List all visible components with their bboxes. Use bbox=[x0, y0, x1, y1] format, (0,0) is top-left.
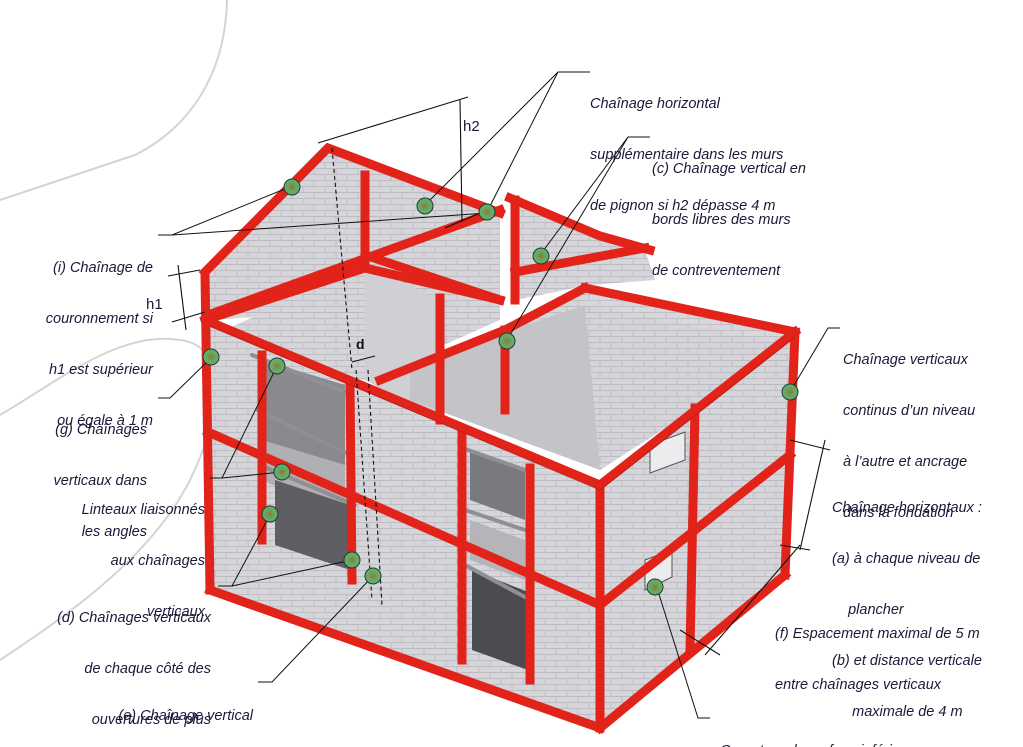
leader-lines bbox=[158, 71, 840, 719]
annotation-horizontal-ab: Chaînage horizontaux : (a) à chaque nive… bbox=[832, 500, 982, 720]
marker-gable-rafter bbox=[283, 178, 301, 196]
annotation-f-spacing: (f) Espacement maximal de 5 m entre chaî… bbox=[775, 626, 980, 693]
marker-g-corner bbox=[202, 348, 220, 366]
marker-e bbox=[364, 567, 382, 585]
marker-d-left bbox=[261, 505, 279, 523]
annotation-c-free-edges: (c) Chaînage vertical en bords libres de… bbox=[652, 161, 806, 279]
marker-small-opening bbox=[646, 578, 664, 596]
annotation-small-opening: Ouverture de surface inférieure ou égale… bbox=[720, 709, 921, 747]
annotation-g-corners: (g) Chaînages verticaux dans les angles bbox=[53, 422, 148, 540]
dim-label-h1: h1 bbox=[146, 296, 163, 313]
marker-c-2 bbox=[498, 332, 516, 350]
marker-dots bbox=[202, 178, 799, 596]
marker-gable-horizontal-2 bbox=[478, 203, 496, 221]
marker-gable-horizontal-1 bbox=[416, 197, 434, 215]
marker-lintel-upper bbox=[268, 357, 286, 375]
annotation-lintels: Linteaux liaisonnés aux chaînages vertic… bbox=[81, 502, 205, 620]
annotation-e-vertical: (e) Chaînage vertical si d est supérieur… bbox=[118, 708, 253, 724]
annotation-i-crowning: (i) Chaînage de couronnement si h1 est s… bbox=[45, 260, 153, 429]
annotation-gable-horizontal: Chaînage horizontal supplémentaire dans … bbox=[590, 96, 784, 214]
marker-continuous bbox=[781, 383, 799, 401]
annotation-d-openings: (d) Chaînages verticaux de chaque côté d… bbox=[57, 610, 211, 728]
marker-lintel-lower bbox=[273, 463, 291, 481]
dimension-lines bbox=[167, 96, 831, 656]
marker-d-right bbox=[343, 551, 361, 569]
dim-label-h2: h2 bbox=[463, 118, 480, 135]
dim-label-d: d bbox=[356, 336, 365, 352]
marker-c-1 bbox=[532, 247, 550, 265]
annotation-continuous-vertical: Chaînage verticaux continus d’un niveau … bbox=[843, 352, 976, 521]
